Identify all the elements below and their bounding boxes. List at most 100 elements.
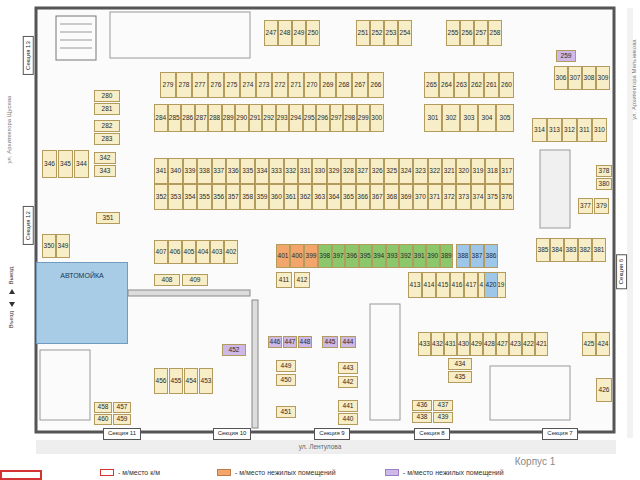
- node-text: 445: [325, 339, 336, 346]
- parking-space: 377: [578, 198, 593, 214]
- node-text: 372: [444, 194, 455, 201]
- parking-space: 301: [424, 104, 442, 132]
- node-text: 424: [598, 341, 609, 348]
- parking-space: 312: [562, 118, 577, 142]
- parking-space: 399: [304, 244, 318, 268]
- parking-space: 342: [94, 152, 116, 164]
- parking-space: 416: [450, 272, 464, 298]
- parking-space: 423: [509, 332, 522, 356]
- node-text: АВТОМОЙКА: [60, 272, 103, 279]
- parking-space: 453: [199, 368, 213, 394]
- exit-arrow: [9, 289, 15, 294]
- parking-space: 311: [577, 118, 592, 142]
- parking-space: 413: [408, 272, 422, 298]
- parking-space: 327: [356, 158, 370, 184]
- parking-space: 412: [294, 272, 310, 288]
- parking-space: 408: [154, 274, 180, 286]
- parking-space: 460: [94, 414, 112, 425]
- node-text: 399: [306, 253, 317, 260]
- node-text: 302: [446, 115, 457, 122]
- parking-space: 448: [298, 336, 312, 348]
- parking-space: 374: [471, 184, 485, 210]
- parking-space: 394: [372, 244, 386, 268]
- node-text: 281: [102, 106, 113, 113]
- parking-space: 397: [332, 244, 346, 268]
- node-text: 322: [429, 168, 440, 175]
- node-text: 298: [344, 115, 355, 122]
- node-text: 403: [212, 249, 223, 256]
- node-text: 393: [387, 253, 398, 260]
- node-text: 332: [285, 168, 296, 175]
- parking-space: 295: [303, 104, 317, 132]
- parking-space: 326: [370, 158, 384, 184]
- parking-space: 372: [442, 184, 456, 210]
- parking-space: 300: [370, 104, 384, 132]
- node-text: 276: [211, 82, 222, 89]
- node-text: 309: [598, 75, 609, 82]
- node-text: 294: [290, 115, 301, 122]
- parking-space: 264: [439, 72, 454, 98]
- node-text: 360: [271, 194, 282, 201]
- parking-space: 252: [370, 20, 384, 46]
- parking-space: 396: [345, 244, 359, 268]
- node-text: 280: [102, 93, 113, 100]
- parking-space: 337: [212, 158, 226, 184]
- parking-space: 254: [398, 20, 412, 46]
- node-text: 295: [304, 115, 315, 122]
- section-label: Секция 12: [22, 207, 33, 246]
- node-text: 447: [285, 339, 296, 346]
- parking-space: 349: [56, 234, 70, 258]
- parking-space: 333: [269, 158, 283, 184]
- parking-space: 429: [470, 332, 483, 356]
- node-text: 458: [98, 404, 109, 411]
- parking-space: 401: [276, 244, 290, 268]
- parking-space: 431: [444, 332, 457, 356]
- node-text: 421: [536, 341, 547, 348]
- parking-space: 338: [197, 158, 211, 184]
- node-text: 263: [456, 82, 467, 89]
- label-text: Въезд: [8, 311, 14, 328]
- node-text: 364: [329, 194, 340, 201]
- node-text: 395: [360, 253, 371, 260]
- parking-space: 309: [596, 66, 610, 90]
- parking-space: 345: [58, 150, 73, 178]
- node-text: 282: [102, 123, 113, 130]
- node-text: 366: [357, 194, 368, 201]
- parking-space: 446: [268, 336, 282, 348]
- parking-space: 443: [338, 362, 358, 374]
- node-text: 351: [103, 215, 114, 222]
- node-text: 387: [472, 253, 483, 260]
- node-text: 286: [182, 115, 193, 122]
- node-text: 308: [584, 75, 595, 82]
- node-text: 341: [156, 168, 167, 175]
- parking-space: 352: [154, 184, 168, 210]
- parking-space: 458: [94, 402, 112, 413]
- node-text: 327: [357, 168, 368, 175]
- parking-space: 369: [399, 184, 413, 210]
- node-text: 284: [155, 115, 166, 122]
- parking-space: 356: [212, 184, 226, 210]
- node-text: 381: [594, 247, 605, 254]
- node-text: 434: [455, 361, 466, 368]
- node-text: 251: [358, 30, 369, 37]
- parking-space: 421: [535, 332, 548, 356]
- node-text: 277: [195, 82, 206, 89]
- parking-space: 307: [568, 66, 582, 90]
- node-text: 283: [102, 136, 113, 143]
- parking-space: 420: [484, 272, 498, 298]
- node-text: 416: [452, 282, 463, 289]
- node-text: 350: [44, 243, 55, 250]
- parking-space: 353: [168, 184, 182, 210]
- node-text: 356: [213, 194, 224, 201]
- parking-space: 336: [226, 158, 240, 184]
- node-text: 249: [294, 30, 305, 37]
- parking-space: 415: [436, 272, 450, 298]
- parking-space: 274: [240, 72, 256, 98]
- parking-space: 308: [582, 66, 596, 90]
- parking-space: 335: [240, 158, 254, 184]
- node-text: 335: [242, 168, 253, 175]
- map-label: Выезд: [8, 267, 15, 285]
- parking-space: 442: [338, 376, 358, 388]
- node-text: 378: [599, 168, 610, 175]
- node-text: 355: [199, 194, 210, 201]
